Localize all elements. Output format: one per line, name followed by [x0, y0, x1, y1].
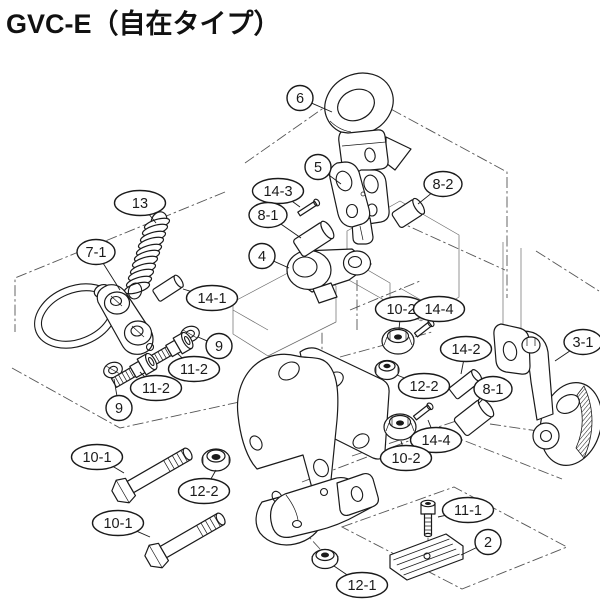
- callout-14-4: 14-4: [412, 295, 466, 323]
- svg-text:14-2: 14-2: [451, 342, 480, 358]
- part-bolt-11-1: [420, 499, 436, 538]
- part-body: [236, 347, 390, 546]
- callout-7-1: 7-1: [76, 238, 121, 291]
- callout-8-1: 8-1: [248, 201, 302, 239]
- svg-text:10-1: 10-1: [82, 450, 111, 466]
- callout-2: 2: [460, 528, 502, 556]
- svg-text:3-1: 3-1: [573, 335, 594, 351]
- callout-5: 5: [304, 153, 342, 185]
- part-handle: [34, 283, 155, 355]
- part-lever: [286, 248, 372, 304]
- callout-12-2: 12-2: [396, 372, 451, 400]
- callout-14-4: 14-4: [409, 419, 463, 454]
- part-hex-bolt-10-1-lower: [144, 512, 226, 569]
- svg-text:13: 13: [132, 196, 148, 212]
- callout-11-2: 11-2: [167, 352, 221, 383]
- part-bolt-11-2-lower: [110, 352, 158, 388]
- svg-text:2: 2: [484, 535, 492, 551]
- part-cam-lever: [493, 323, 600, 466]
- svg-text:9: 9: [215, 339, 223, 355]
- part-pin-14-1: [152, 274, 184, 302]
- svg-text:11-2: 11-2: [180, 362, 208, 378]
- callout-3-1: 3-1: [554, 328, 600, 362]
- svg-text:11-2: 11-2: [142, 381, 170, 397]
- callout-13: 13: [113, 189, 167, 224]
- callout-11-1: 11-1: [437, 496, 495, 524]
- svg-text:9: 9: [115, 401, 123, 417]
- callout-6: 6: [286, 84, 333, 113]
- callout-12-2: 12-2: [177, 469, 231, 505]
- callout-10-1: 10-1: [70, 443, 125, 474]
- callout-4: 4: [248, 242, 290, 270]
- svg-text:7-1: 7-1: [86, 245, 107, 261]
- callout-10-1: 10-1: [91, 509, 151, 538]
- part-pin-8-1-lower: [453, 397, 495, 437]
- svg-text:8-1: 8-1: [483, 382, 504, 398]
- svg-text:5: 5: [314, 160, 322, 176]
- svg-text:8-2: 8-2: [433, 177, 454, 193]
- part-hex-bolt-10-1-upper: [111, 447, 193, 504]
- svg-text:10-2: 10-2: [386, 302, 415, 318]
- callout-11-2: 11-2: [129, 371, 183, 402]
- callout-14-2: 14-2: [439, 335, 493, 375]
- part-pin-8-2: [391, 197, 426, 228]
- part-flange-nut-12-2-right: [374, 359, 400, 381]
- callout-9: 9: [105, 378, 133, 422]
- svg-text:11-1: 11-1: [454, 503, 482, 519]
- part-nut-12-1: [311, 548, 339, 570]
- callout-10-2: 10-2: [379, 440, 433, 472]
- part-clevis-link: [329, 161, 390, 245]
- svg-text:12-2: 12-2: [189, 484, 218, 500]
- part-bolt-11-2-upper: [146, 331, 194, 367]
- part-hoist-ring: [324, 72, 412, 173]
- svg-text:14-4: 14-4: [424, 302, 453, 318]
- svg-text:8-1: 8-1: [258, 208, 279, 224]
- svg-text:12-1: 12-1: [347, 578, 376, 594]
- svg-text:10-1: 10-1: [103, 516, 132, 532]
- page-title: GVC-E（自在タイプ）: [6, 9, 281, 39]
- svg-text:12-2: 12-2: [409, 379, 438, 395]
- svg-text:6: 6: [296, 91, 304, 107]
- part-spring: [123, 211, 171, 300]
- part-castle-nut-10-2-upper: [381, 327, 415, 355]
- part-cotter-pin-14-3: [297, 198, 321, 217]
- callout-14-3: 14-3: [251, 177, 305, 208]
- callout-14-1: 14-1: [182, 284, 239, 312]
- svg-text:14-3: 14-3: [263, 184, 292, 200]
- svg-text:14-4: 14-4: [421, 433, 450, 449]
- part-pin-8-1-upper: [293, 220, 335, 257]
- callout-8-1: 8-1: [473, 375, 513, 405]
- svg-text:4: 4: [258, 249, 266, 265]
- part-castle-nut-10-2-lower: [383, 413, 417, 441]
- part-flange-nut-12-2-left: [201, 448, 231, 472]
- callout-8-2: 8-2: [417, 170, 463, 205]
- callout-9: 9: [197, 332, 233, 360]
- part-cotter-pin-14-4-lower: [412, 402, 434, 421]
- part-pad: [389, 533, 464, 581]
- callout-12-1: 12-1: [333, 565, 389, 599]
- svg-text:10-2: 10-2: [391, 451, 420, 467]
- callout-10-2: 10-2: [374, 295, 428, 330]
- svg-text:14-1: 14-1: [197, 291, 226, 307]
